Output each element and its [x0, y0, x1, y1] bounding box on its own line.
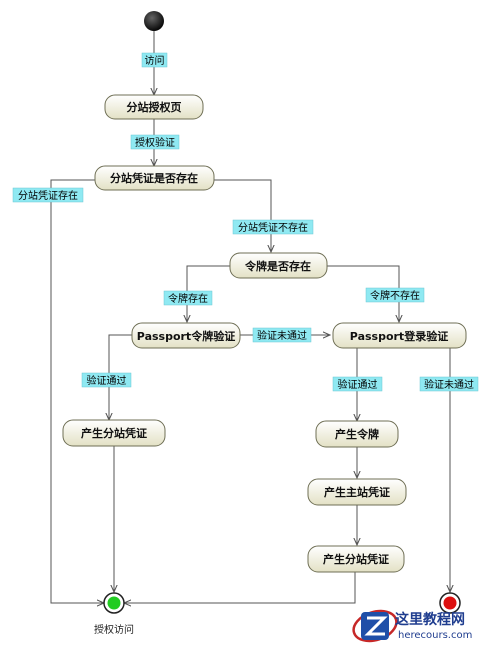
- tag-sub-cred-not-exists: 分站凭证不存在: [232, 219, 314, 235]
- svg-text:分站凭证不存在: 分站凭证不存在: [238, 221, 308, 234]
- node-gen-token: 产生令牌: [315, 420, 399, 448]
- node-gen-sub-credential-left-label: 产生分站凭证: [81, 426, 147, 440]
- end-node-success: [103, 592, 125, 614]
- watermark-url: herecours.com: [398, 630, 472, 641]
- tag-token-exists: 令牌存在: [163, 290, 213, 306]
- node-token-exists: 令牌是否存在: [229, 252, 328, 279]
- svg-text:分站凭证存在: 分站凭证存在: [18, 189, 78, 202]
- node-gen-token-label: 产生令牌: [335, 427, 379, 441]
- watermark-title: 这里教程网: [395, 611, 465, 628]
- start-node: [144, 11, 164, 31]
- svg-text:验证通过: 验证通过: [87, 374, 127, 387]
- edge-sub-cred-exists-to-end: [50, 179, 104, 603]
- svg-text:授权验证: 授权验证: [135, 136, 175, 149]
- node-sub-credential-exists-label: 分站凭证是否存在: [110, 171, 198, 185]
- svg-text:访问: 访问: [145, 54, 165, 67]
- node-gen-sub-credential-right-label: 产生分站凭证: [323, 552, 389, 566]
- tag-verify-passed-left: 验证通过: [81, 372, 132, 388]
- edge-sub-cred-not-exists: [214, 179, 271, 252]
- tag-verify-failed-mid: 验证未通过: [252, 327, 312, 343]
- node-token-exists-label: 令牌是否存在: [244, 259, 311, 273]
- tag-auth-verify: 授权验证: [130, 134, 180, 150]
- node-gen-sub-credential-right: 产生分站凭证: [307, 545, 405, 573]
- node-sub-credential-exists: 分站凭证是否存在: [94, 165, 215, 191]
- tag-token-not-exists: 令牌不存在: [365, 287, 425, 303]
- end-node-failure: [439, 592, 461, 614]
- svg-text:验证未通过: 验证未通过: [424, 378, 474, 391]
- node-gen-sub-credential-left: 产生分站凭证: [62, 419, 166, 447]
- watermark-logo[interactable]: 这里教程网 herecours.com: [350, 606, 473, 646]
- svg-text:令牌不存在: 令牌不存在: [370, 289, 420, 302]
- node-gen-main-credential: 产生主站凭证: [307, 478, 407, 506]
- tag-sub-cred-exists: 分站凭证存在: [12, 187, 84, 203]
- tag-verify-passed-right: 验证通过: [332, 376, 383, 392]
- end-label: 授权访问: [94, 623, 134, 636]
- node-passport-token-verify: Passport令牌验证: [131, 322, 241, 349]
- edges: [50, 31, 450, 603]
- edge-token-not-exists: [327, 265, 399, 322]
- tag-visit: 访问: [141, 52, 168, 68]
- node-passport-login-verify: Passport登录验证: [332, 322, 467, 349]
- edge-gen-sub-right-to-end: [124, 572, 356, 603]
- watermark-z-icon: [352, 609, 398, 643]
- node-auth-page-label: 分站授权页: [127, 100, 182, 114]
- edge-token-verify-passed: [109, 334, 132, 420]
- node-auth-page: 分站授权页: [104, 94, 204, 120]
- node-passport-login-verify-label: Passport登录验证: [350, 329, 448, 343]
- tag-verify-failed-right: 验证未通过: [419, 376, 479, 392]
- node-gen-main-credential-label: 产生主站凭证: [324, 485, 390, 499]
- svg-text:验证通过: 验证通过: [338, 378, 378, 391]
- svg-text:令牌存在: 令牌存在: [168, 292, 208, 305]
- svg-text:验证未通过: 验证未通过: [257, 329, 307, 342]
- node-passport-token-verify-label: Passport令牌验证: [137, 329, 235, 343]
